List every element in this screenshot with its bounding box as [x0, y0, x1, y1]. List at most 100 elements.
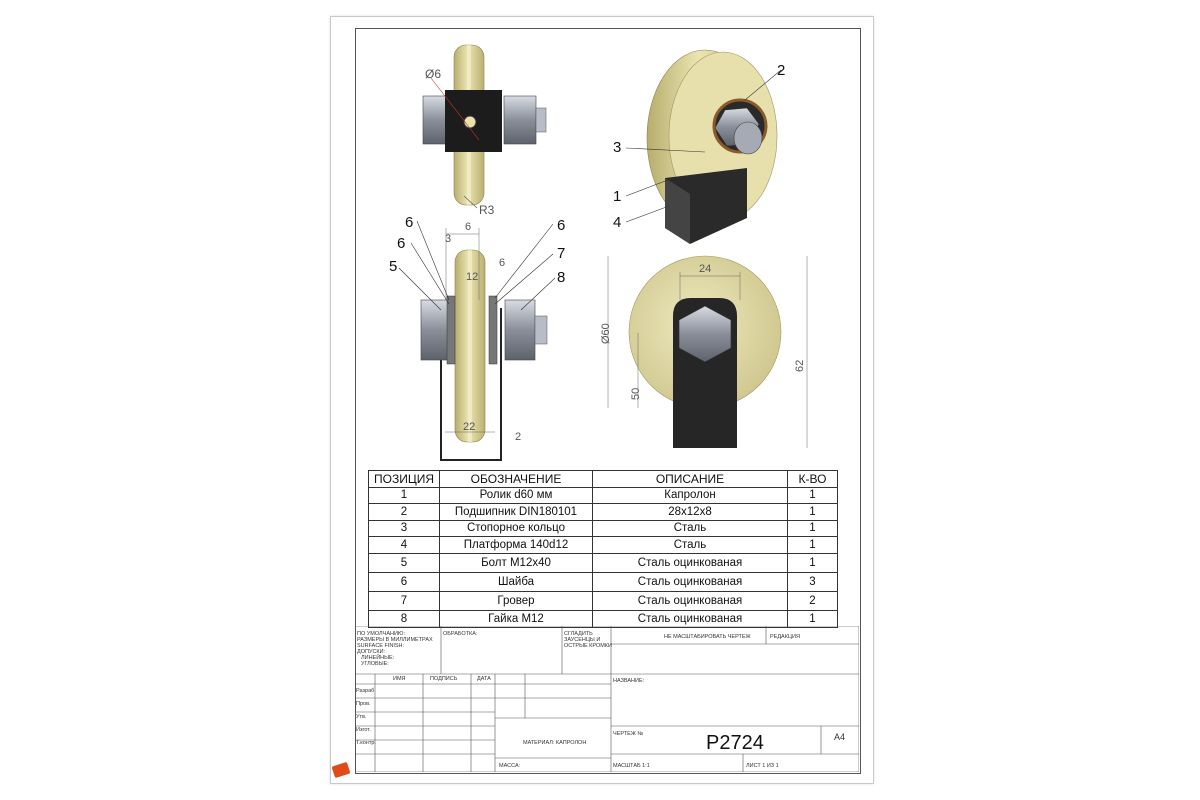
- bom-description: Сталь: [592, 519, 788, 537]
- callout-7: 7: [557, 245, 565, 262]
- tb-col-signature: ПОДПИСЬ: [430, 676, 458, 682]
- bom-description: Сталь оцинкованая: [592, 571, 788, 592]
- bom-position: 8: [368, 609, 440, 628]
- bom-description: Сталь: [592, 536, 788, 554]
- tb-scale: МАСШТАБ 1:1: [613, 763, 650, 769]
- bom-header-qty: К-ВО: [787, 470, 838, 488]
- bom-position: 4: [368, 536, 440, 554]
- dim-w12: 12: [466, 271, 478, 283]
- bom-header-row: ПОЗИЦИЯ ОБОЗНАЧЕНИЕ ОПИСАНИЕ К-ВО: [368, 470, 838, 488]
- bom-designation: Стопорное кольцо: [439, 519, 593, 537]
- drawing-number: P2724: [706, 732, 764, 754]
- side-view-top: Ø6 R3: [422, 44, 547, 217]
- bom-qty: 2: [787, 590, 838, 611]
- tb-role: Разраб: [356, 688, 375, 694]
- bom-designation: Гровер: [439, 590, 593, 611]
- bom-designation: Платформа 140d12: [439, 536, 593, 554]
- dim-w2: 2: [515, 431, 521, 443]
- tb-noscale: НЕ МАСШТАБИРОВАТЬ ЧЕРТЕЖ: [664, 634, 751, 640]
- tb-role: Т.контр.: [356, 740, 376, 746]
- bom-designation: Подшипник DIN180101: [439, 503, 593, 521]
- tb-drawing-no-label: ЧЕРТЕЖ №: [613, 731, 644, 737]
- tb-role: Пров.: [356, 701, 371, 707]
- bom-qty: 1: [787, 552, 838, 573]
- side-view-bottom: 6 3 6 12 22 2 6 6 5 6 7 8: [389, 214, 565, 461]
- bom-position: 6: [368, 571, 440, 592]
- tb-default-line: ПО УМОЛЧАНИЮ:: [357, 631, 406, 637]
- dim-d60: Ø60: [600, 323, 612, 344]
- bom-qty: 1: [787, 536, 838, 554]
- bom-description: Сталь оцинкованая: [592, 609, 788, 628]
- tb-default-line: ДОПУСКИ:: [357, 649, 386, 655]
- tb-sheet: ЛИСТ 1 ИЗ 1: [746, 763, 779, 769]
- dim-w3: 3: [445, 233, 451, 245]
- bom-description: Сталь оцинкованая: [592, 552, 788, 573]
- tb-col-date: ДАТА: [477, 676, 491, 682]
- dim-h50: 50: [630, 388, 642, 400]
- bom-position: 7: [368, 590, 440, 611]
- tb-finish: ОБРАБОТКА:: [443, 631, 478, 637]
- bom-designation: Гайка М12: [439, 609, 593, 628]
- dim-d6: Ø6: [425, 67, 441, 81]
- bom-description: 28x12x8: [592, 503, 788, 521]
- bom-position: 2: [368, 503, 440, 521]
- drawing-sheet: [330, 16, 874, 784]
- dim-w22: 22: [463, 421, 475, 433]
- callout-6-c: 6: [557, 217, 565, 234]
- bom-qty: 1: [787, 519, 838, 537]
- callout-5: 5: [389, 258, 397, 275]
- bom-designation: Болт М12x40: [439, 552, 593, 573]
- tb-col-name: ИМЯ: [393, 676, 406, 682]
- tb-role: Утв.: [356, 714, 367, 720]
- callout-6-a: 6: [405, 214, 413, 231]
- tb-role: Изгот.: [356, 727, 371, 733]
- tb-default-line: УГЛОВЫЕ:: [361, 661, 389, 667]
- callout-2: 2: [777, 62, 785, 79]
- bom-description: Сталь оцинкованая: [592, 590, 788, 611]
- bom-header-designation: ОБОЗНАЧЕНИЕ: [439, 470, 593, 488]
- tb-material: МАТЕРИАЛ: КАПРОЛОН: [523, 740, 587, 746]
- bom-position: 3: [368, 519, 440, 537]
- title-block-grid: [355, 626, 859, 772]
- bom-designation: Ролик d60 мм: [439, 486, 593, 504]
- bom-qty: 1: [787, 609, 838, 628]
- dim-w24: 24: [699, 263, 711, 275]
- tb-format: A4: [834, 732, 846, 742]
- callout-3: 3: [613, 139, 621, 156]
- tb-name: НАЗВАНИЕ:: [613, 678, 645, 684]
- callout-4: 4: [613, 214, 621, 231]
- tb-revision: РЕДАКЦИЯ: [770, 634, 800, 640]
- callout-1: 1: [613, 188, 621, 205]
- bom-header-position: ПОЗИЦИЯ: [368, 470, 440, 488]
- dim-w6: 6: [465, 221, 471, 233]
- tb-deburr-line: СГЛАДИТЬ: [564, 631, 593, 637]
- bom-position: 1: [368, 486, 440, 504]
- front-view: 24 Ø60 50 62: [600, 255, 808, 448]
- drawing-frame: [355, 28, 861, 774]
- dim-r3: R3: [479, 203, 495, 217]
- callout-8: 8: [557, 269, 565, 286]
- callout-6-b: 6: [397, 235, 405, 252]
- technical-drawing: Ø6 R3 6 3 6 12 22 2 6 6 5 6 7 8: [389, 44, 808, 461]
- tb-mass: МАССА:: [499, 763, 521, 769]
- bom-qty: 1: [787, 503, 838, 521]
- dim-h62: 62: [794, 360, 806, 372]
- tb-deburr-line: ОСТРЫЕ КРОМКИ: [564, 643, 612, 649]
- tb-deburr-line: ЗАУСЕНЦЫ И: [564, 637, 601, 643]
- tb-default-line: SURFACE FINISH:: [357, 643, 405, 649]
- bom-qty: 3: [787, 571, 838, 592]
- tb-defaults: ПО УМОЛЧАНИЮ: РАЗМЕРЫ В МИЛЛИМЕТРАХ SURF…: [357, 631, 433, 667]
- bom-description: Капролон: [592, 486, 788, 504]
- dim-h6: 6: [499, 257, 505, 269]
- bom-position: 5: [368, 552, 440, 573]
- bom-qty: 1: [787, 486, 838, 504]
- isometric-view: 2 3 1 4: [613, 49, 785, 244]
